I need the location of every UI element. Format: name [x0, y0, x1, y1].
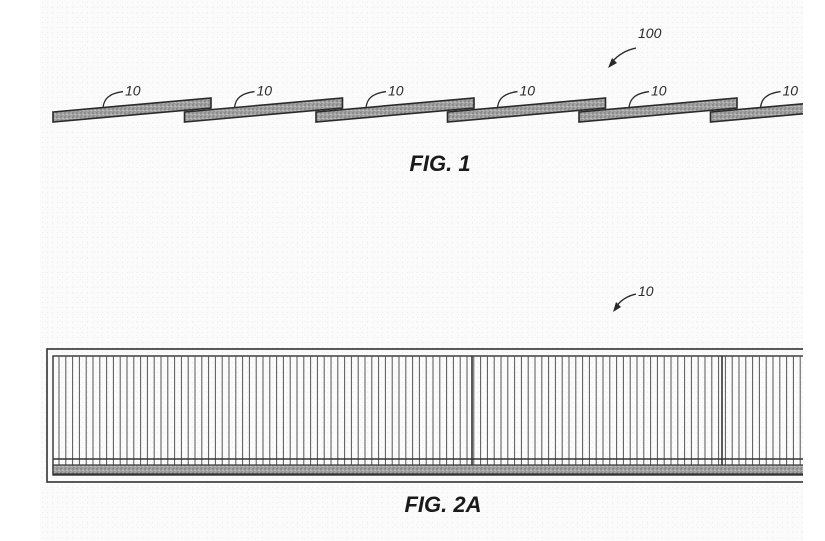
- shingle-module: [183, 97, 344, 123]
- cell-strip-lines: [58, 356, 801, 465]
- shingle-ref-label: 10: [388, 83, 404, 99]
- figure-2a-module: 10 FIG. 2A: [46, 283, 803, 517]
- assembly-ref-100: 100: [608, 25, 662, 68]
- shingle-module: [52, 97, 212, 123]
- ref-label-10: 10: [638, 283, 654, 299]
- drawing-canvas: 10 10 10 10 10 10 100 FIG. 1 10 FIG. 2A: [46, 25, 803, 517]
- leader-line: [102, 90, 124, 108]
- figure-2a-caption: FIG. 2A: [404, 492, 481, 517]
- shingle-module: [446, 97, 607, 123]
- shingle-ref-label: 10: [125, 83, 141, 99]
- shingle-ref-label: 10: [651, 83, 667, 99]
- shingle-ref-label: 10: [783, 83, 799, 99]
- shingle-module: [709, 103, 803, 123]
- stippled-edge-strip: [52, 464, 803, 475]
- module-outer-frame: [46, 348, 803, 483]
- leader-line: [365, 90, 387, 108]
- figure-1-shingled-assembly: 10 10 10 10 10 10 100 FIG. 1: [52, 25, 803, 176]
- arrowhead-icon: [613, 302, 621, 312]
- module-ref-10: 10: [613, 283, 654, 312]
- leader-line: [496, 90, 518, 108]
- patent-drawing-sheet: 10 10 10 10 10 10 100 FIG. 1 10 FIG. 2A: [40, 0, 803, 541]
- leader-line: [628, 90, 650, 108]
- ref-label-100: 100: [638, 25, 662, 41]
- arrowhead-icon: [608, 58, 617, 68]
- leader-line: [759, 90, 781, 108]
- module-inner-frame: [52, 355, 803, 476]
- shingle-module: [315, 97, 475, 123]
- figure-1-caption: FIG. 1: [409, 151, 470, 176]
- leader-arrow-100: [611, 47, 637, 63]
- shingle-module: [578, 97, 738, 123]
- shingle-ref-label: 10: [520, 83, 536, 99]
- leader-line: [233, 90, 255, 108]
- shingle-ref-label: 10: [257, 83, 273, 99]
